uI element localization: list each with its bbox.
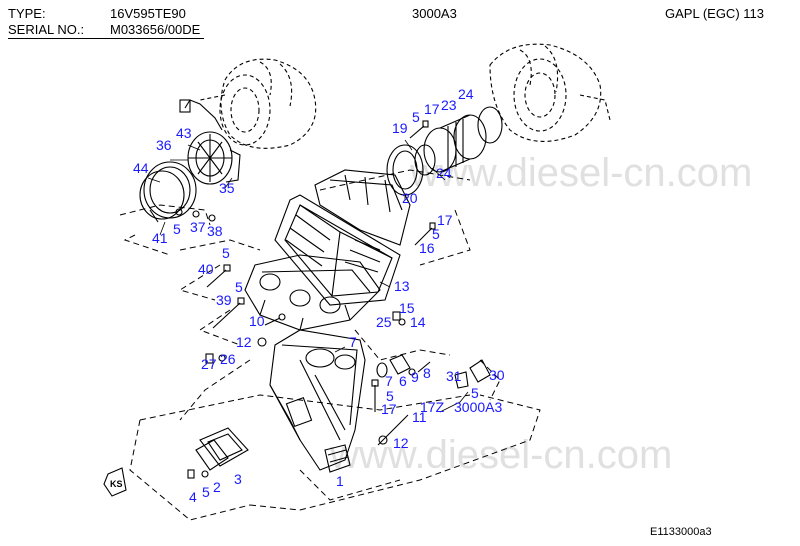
callout-35: 35 — [219, 180, 235, 196]
callout-20: 20 — [402, 190, 418, 206]
callout-11: 11 — [412, 409, 427, 425]
screws-8-9 — [408, 361, 431, 376]
bolt-15-14 — [392, 311, 406, 326]
callout-17Z: 17Z — [420, 399, 445, 415]
callout-16: 16 — [419, 240, 435, 256]
leader-lines — [147, 139, 469, 413]
screw-10 — [264, 313, 286, 326]
callout-38: 38 — [207, 223, 223, 239]
left-turbocharger — [199, 58, 317, 149]
callout-36: 36 — [156, 137, 172, 153]
callout-19: 19 — [392, 120, 408, 136]
callout-31: 31 — [446, 368, 462, 384]
screw-17-lower — [371, 379, 379, 412]
callout-17: 17 — [424, 101, 440, 117]
document-code: 3000A3 — [412, 6, 457, 21]
callout-5: 5 — [412, 109, 420, 125]
callout-5: 5 — [202, 484, 210, 500]
plug-26-27 — [205, 353, 226, 364]
screw-4-5 — [187, 469, 209, 479]
callout-17: 17 — [437, 212, 453, 228]
dashed-outline — [119, 169, 541, 521]
callout-23: 23 — [441, 97, 457, 113]
right-turbocharger — [489, 43, 611, 142]
page-reference: GAPL (EGC) 113 — [665, 6, 764, 21]
watermark-top: www.diesel-cn.com — [409, 151, 752, 195]
ks-direction-arrow — [103, 467, 127, 497]
screw-39 — [212, 297, 245, 329]
callout-5: 5 — [235, 279, 243, 295]
gasket-2 — [195, 439, 229, 471]
callout-7: 7 — [385, 373, 393, 389]
callout-5: 5 — [471, 385, 479, 401]
callout-30: 30 — [489, 367, 505, 383]
callout-26: 26 — [220, 351, 236, 367]
flange-30 — [469, 359, 491, 383]
sealing-rings-24 — [414, 106, 503, 176]
serial-value: M033656/00DE — [110, 22, 201, 37]
type-label: TYPE: — [8, 6, 46, 21]
callout-3000A3: 3000A3 — [454, 399, 502, 415]
sensor-cable — [179, 99, 223, 131]
callout-40: 40 — [198, 261, 214, 277]
callout-14: 14 — [410, 314, 426, 330]
callout-44: 44 — [133, 160, 149, 176]
callout-25: 25 — [376, 314, 392, 330]
clamp-ring-left — [139, 161, 216, 223]
callout-5: 5 — [222, 245, 230, 261]
callout-27: 27 — [201, 356, 217, 372]
callout-1: 1 — [336, 473, 344, 489]
callout-24: 24 — [436, 165, 452, 181]
gasket-7 — [376, 362, 388, 378]
screw-16-17 — [414, 222, 436, 246]
washer-12-left — [257, 337, 267, 347]
washer-12-right — [378, 435, 388, 445]
main-pipe-body — [269, 329, 366, 473]
callout-3: 3 — [234, 471, 242, 487]
exhaust-housing — [274, 169, 411, 306]
callout-17: 17 — [381, 401, 397, 417]
callout-2: 2 — [213, 479, 221, 495]
callout-15: 15 — [399, 300, 415, 316]
callout-13: 13 — [394, 278, 410, 294]
callout-41: 41 — [152, 230, 168, 246]
adapter-31 — [454, 371, 469, 389]
screw-40 — [206, 264, 231, 288]
callout-6: 6 — [399, 373, 407, 389]
header-underline — [8, 38, 204, 39]
callout-12: 12 — [236, 334, 252, 350]
callout-5: 5 — [432, 226, 440, 242]
figure-id: E1133000a3 — [650, 526, 712, 538]
callout-10: 10 — [249, 313, 265, 329]
ks-arrow-label: KS — [110, 479, 123, 489]
bellows-compensator-23 — [423, 114, 487, 173]
bolt-11 — [377, 414, 409, 446]
cover-6 — [389, 354, 411, 375]
serial-label: SERIAL NO.: — [8, 22, 85, 37]
callout-8: 8 — [423, 365, 431, 381]
callout-12: 12 — [393, 435, 409, 451]
callout-9: 9 — [411, 369, 419, 385]
callout-39: 39 — [216, 292, 232, 308]
callout-37: 37 — [190, 219, 206, 235]
callout-24: 24 — [458, 86, 474, 102]
callout-7: 7 — [349, 334, 357, 350]
callout-5: 5 — [173, 221, 181, 237]
callout-43: 43 — [176, 125, 192, 141]
exhaust-pipe-manifold — [244, 254, 381, 331]
turbo-flange-left — [187, 131, 241, 185]
watermark-bottom: www.diesel-cn.com — [329, 433, 672, 477]
screw-19-17 — [409, 120, 429, 139]
callout-4: 4 — [189, 489, 197, 505]
callout-5: 5 — [386, 388, 394, 404]
cover-plate-3 — [199, 427, 249, 467]
type-value: 16V595TE90 — [110, 6, 186, 21]
